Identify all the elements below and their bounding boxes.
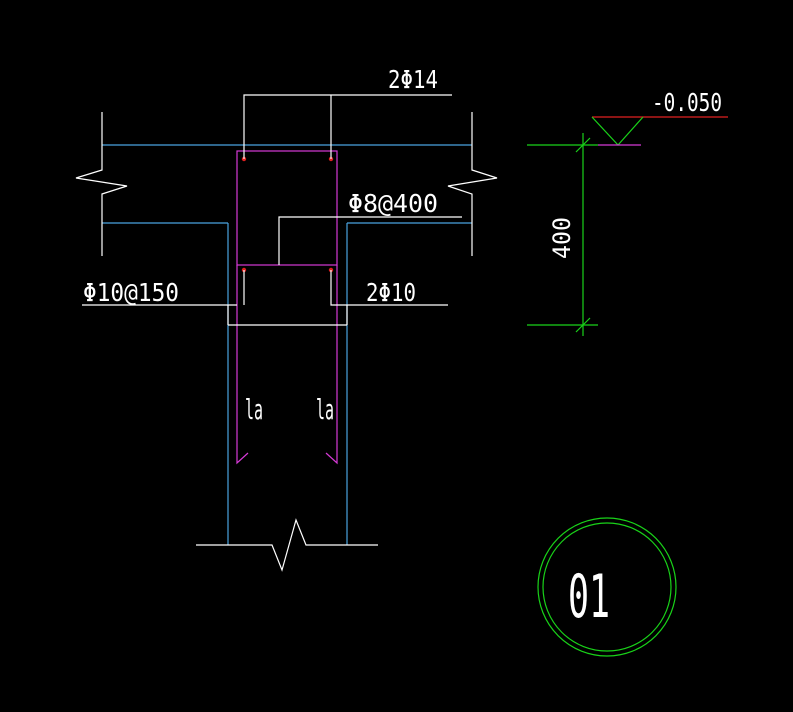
rebar-cage — [236, 150, 338, 465]
anchor-length-left-label: la — [245, 393, 263, 426]
detail-number-symbol — [537, 517, 677, 657]
stirrup-leader — [278, 216, 462, 265]
elevation-marker — [591, 116, 728, 146]
top-rebar-label: 2Φ14 — [388, 65, 438, 94]
dimension-400 — [527, 133, 598, 336]
rebar-dots — [241, 156, 334, 273]
detail-outer-circle — [537, 517, 677, 657]
slab-bottom-bar — [227, 305, 348, 326]
slab-rebar-label: Φ10@150 — [83, 278, 179, 307]
concrete-outline — [102, 144, 472, 545]
leader-lines — [82, 94, 462, 306]
bottom-rebar-leader-right — [330, 270, 448, 306]
stirrup-label: Φ8@400 — [348, 189, 438, 218]
dimension-tick-bottom — [575, 317, 591, 333]
left-break-line — [75, 112, 128, 256]
right-break-line — [447, 112, 498, 256]
left-anchor-bar — [236, 265, 249, 465]
detail-inner-circle — [542, 522, 672, 652]
right-anchor-bar — [325, 265, 338, 465]
elevation-triangle — [591, 116, 644, 146]
elevation-label: -0.050 — [652, 88, 722, 117]
bottom-break-line — [196, 518, 378, 572]
bottom-rebar-label: 2Φ10 — [366, 278, 416, 307]
stirrup-closed — [236, 150, 338, 266]
anchor-length-right-label: la — [316, 393, 334, 426]
detail-number-label: 01 — [568, 562, 610, 632]
top-rebar-leader — [243, 94, 452, 159]
dimension-tick-top — [575, 137, 591, 153]
break-lines — [75, 112, 498, 572]
annotations: 2Φ14 Φ8@400 Φ10@150 2Φ10 la la -0.050 40… — [83, 65, 722, 632]
dimension-label: 400 — [548, 217, 576, 259]
